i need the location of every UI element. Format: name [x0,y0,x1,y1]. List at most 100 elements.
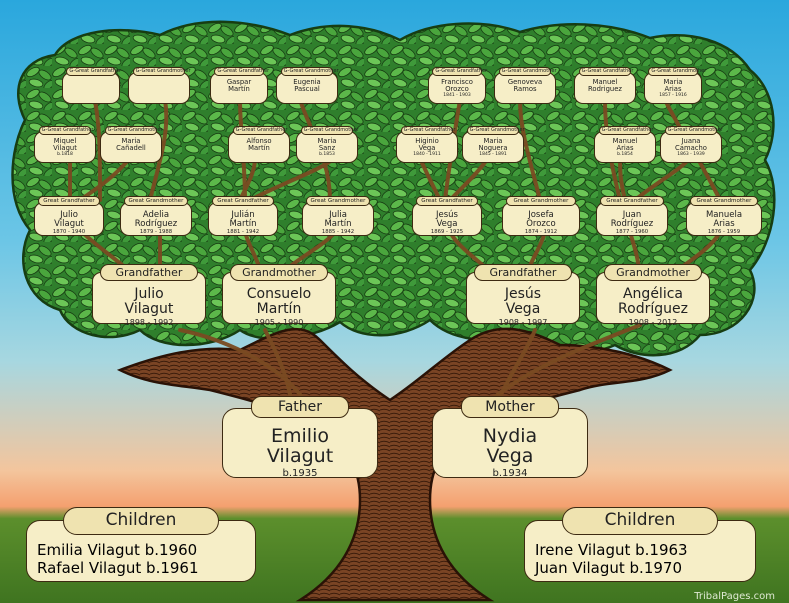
relation-label: G-Great Grandmother [104,126,163,135]
child-row: Juan Vilagut b.1970 [535,559,682,577]
great-grandfather-card[interactable]: Great Grandfather Julián Martín 1881 - 1… [208,196,278,236]
name-last: Martín [324,218,352,229]
g-great-grandmother-card[interactable]: G-Great Grandmother Maria Noguera 1845 -… [462,126,525,163]
great-grandfather-card[interactable]: Great Grandfather Julio Vilagut 1870 - 1… [34,196,104,236]
grandfather-card[interactable]: Grandfather Jesús Vega 1908 - 1997 [466,264,580,327]
dates: 1863 - 1939 [677,152,705,158]
g-great-grandfather-card[interactable]: G-Great Grandfather [62,67,121,104]
name-last: Rodriguez [588,85,622,94]
dates: 1905 - 1990 [254,318,304,328]
child-row: Irene Vilagut b.1963 [535,541,688,559]
g-great-grandmother-card[interactable]: G-Great Grandmother [128,67,191,104]
name-first: Manuel [612,137,638,145]
children-label: Children [561,507,719,535]
g-great-grandmother-card[interactable]: G-Great Grandmother Maria Cañadell [100,126,163,163]
g-great-grandfather-card[interactable]: G-Great Grandfather Alfonso Martín [228,126,290,163]
g-great-grandfather-card[interactable]: G-Great Grandfather Miquel Vilagut b.181… [34,126,96,163]
name-first: Francisco [441,78,473,86]
name-last: Cañadell [116,144,146,153]
relation-label: Mother [460,396,560,418]
name-first: Nydia [482,425,538,447]
name-last: Ramos [513,85,537,94]
name-first: Manuela [705,210,743,220]
relation-label: Grandfather [473,264,573,281]
great-grandmother-card[interactable]: Great Grandmother Adelia Rodríguez 1879 … [120,196,192,236]
relation-label: G-Great Grandmother [280,67,339,76]
great-grandfather-card[interactable]: Great Grandfather Jesús Vega 1869 - 1925 [412,196,482,236]
dates: 1879 - 1988 [139,228,173,235]
great-grandfather-card[interactable]: Great Grandfather Juan Rodríguez 1877 - … [596,196,668,236]
relation-label: Grandmother [603,264,703,281]
g-great-grandfather-card[interactable]: G-Great Grandfather Gaspar Martín [210,67,269,104]
name-last: Orozco [526,218,556,229]
dates: 1881 - 1942 [226,228,260,235]
g-great-grandmother-card[interactable]: G-Great Grandmother Maria Sanz b.1853 [296,126,359,163]
relation-label: Great Grandfather [415,196,479,206]
g-great-grandmother-card[interactable]: G-Great Grandmother Genoveva Ramos [494,67,557,104]
name-first: Maria [663,78,683,86]
child-row: Rafael Vilagut b.1961 [37,559,199,577]
name-last: Arias [664,85,682,94]
father-card[interactable]: Father Emilio Vilagut b.1935 [222,396,378,479]
relation-label: Great Grandmother [123,196,189,206]
relation-label: G-Great Grandfather [232,126,287,135]
relation-label: G-Great Grandfather [578,67,633,76]
relation-label: G-Great Grandfather [214,67,269,76]
g-great-grandfather-card[interactable]: G-Great Grandfather Higinio Vega 1840 - … [396,126,458,163]
name-first: Genoveva [507,78,543,86]
name-last: Rodríguez [134,218,178,229]
relation-label: G-Great Grandfather [432,67,487,76]
name-last: Martín [248,144,270,153]
name-first: Manuel [592,78,618,86]
name-last: Pascual [294,85,320,94]
dates: b.1935 [282,467,318,479]
great-grandmother-card[interactable]: Great Grandmother Josefa Orozco 1874 - 1… [502,196,580,236]
relation-label: G-Great Grandfather [400,126,455,135]
g-great-grandmother-card[interactable]: G-Great Grandmother Eugenia Pascual [276,67,339,104]
name-first: Emilio [271,425,329,447]
dates: 1840 - 1911 [413,152,441,158]
dates: b.1934 [492,467,528,479]
name-last: Vega [436,218,458,229]
relation-label: Grandmother [229,264,329,281]
g-great-grandfather-card[interactable]: G-Great Grandfather Manuel Rodriguez [574,67,636,104]
name-last: Vilagut [54,218,84,229]
name-last: Arias [616,144,634,153]
children-label: Children [63,507,219,535]
name-first: Alfonso [246,137,272,145]
dates: 1885 - 1942 [321,228,355,235]
children-left-card[interactable]: Children Emilia Vilagut b.1960 Rafael Vi… [26,507,256,582]
name-last: Martín [256,300,302,317]
grandfather-card[interactable]: Grandfather Julio Vilagut 1898 - 1992 [92,264,206,327]
dates: 1908 - 2012 [628,318,678,328]
name-first: Jesús [436,210,458,220]
dates: 1845 - 1891 [479,152,507,158]
dates: 1857 - 1916 [659,93,687,99]
name-first: Angélica [622,286,683,302]
name-first: Juana [681,137,701,145]
name-last: Rodríguez [618,300,688,317]
dates: b.1853 [319,152,335,158]
site-credit: TribalPages.com [694,591,775,602]
relation-label: G-Great Grandmother [664,126,723,135]
name-first: Juan [622,210,642,220]
relation-label: Father [250,396,350,418]
mother-card[interactable]: Mother Nydia Vega b.1934 [432,396,588,479]
name-first: Julia [329,210,347,220]
dates: 1877 - 1960 [615,228,649,235]
g-great-grandfather-card[interactable]: G-Great Grandfather Manuel Arias b.1854 [594,126,656,163]
grandmother-card[interactable]: Grandmother Angélica Rodríguez 1908 - 20… [596,264,710,328]
dates: b.1818 [57,152,73,158]
name-last: Rodríguez [610,218,654,229]
name-last: Sanz [318,144,336,153]
grandmother-card[interactable]: Grandmother Consuelo Martín 1905 - 1990 [222,264,336,328]
name-last: Vega [486,444,534,467]
children-right-card[interactable]: Children Irene Vilagut b.1963 Juan Vilag… [524,507,756,582]
relation-label: G-Great Grandmother [498,67,557,76]
name-last: Camacho [675,144,707,153]
g-great-grandfather-card[interactable]: G-Great Grandfather Francisco Orozco 184… [428,67,487,104]
g-great-grandmother-card[interactable]: G-Great Grandmother Maria Arias 1857 - 1… [644,67,706,104]
great-grandmother-card[interactable]: Great Grandmother Manuela Arias 1876 - 1… [686,196,762,236]
g-great-grandmother-card[interactable]: G-Great Grandmother Juana Camacho 1863 -… [660,126,723,163]
great-grandmother-card[interactable]: Great Grandmother Julia Martín 1885 - 19… [302,196,374,236]
